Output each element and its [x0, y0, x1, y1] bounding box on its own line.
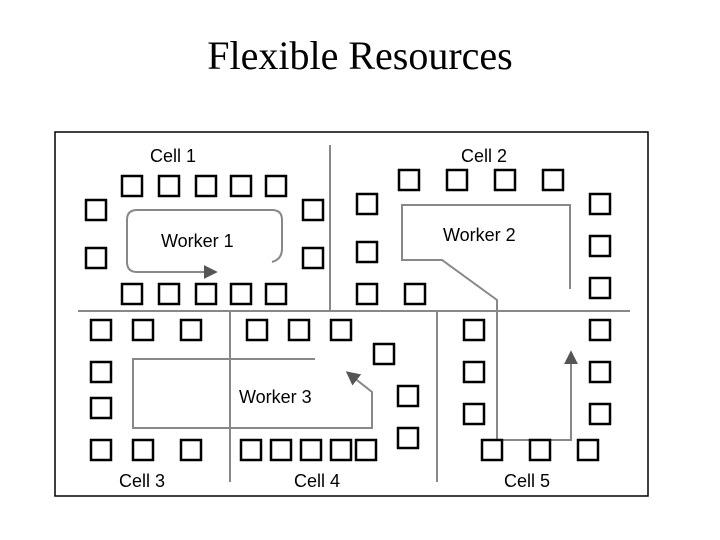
machine-station: [84, 198, 108, 222]
slide-title: Flexible Resources: [207, 33, 513, 78]
cell-dividers: [78, 145, 630, 482]
machine-station: [229, 174, 253, 198]
machine-station: [403, 282, 427, 306]
machine-station: [588, 402, 612, 426]
machine-station: [372, 342, 396, 366]
machine-station: [120, 282, 144, 306]
machine-station: [179, 318, 203, 342]
machine-station: [301, 246, 325, 270]
machine-station: [287, 318, 311, 342]
machine-station: [528, 438, 552, 462]
machine-station: [89, 360, 113, 384]
machine-station: [480, 438, 504, 462]
machine-station: [493, 168, 517, 192]
facility-border: [54, 131, 649, 497]
worker-1-label: Worker 1: [161, 231, 234, 251]
machine-station: [397, 168, 421, 192]
worker-3-label: Worker 3: [239, 387, 312, 407]
cell-2-label: Cell 2: [461, 146, 507, 166]
machine-station: [301, 198, 325, 222]
cell-1-label: Cell 1: [150, 146, 196, 166]
machine-station: [462, 360, 486, 384]
machine-station: [299, 438, 323, 462]
worker-1-path: [126, 209, 283, 279]
machine-station: [588, 318, 612, 342]
cell-5-label: Cell 5: [504, 471, 550, 491]
machine-station: [462, 402, 486, 426]
machine-station: [329, 318, 353, 342]
machine-station: [229, 282, 253, 306]
machine-station: [588, 360, 612, 384]
cell-3-label: Cell 3: [119, 471, 165, 491]
machine-station: [396, 426, 420, 450]
machine-station: [396, 384, 420, 408]
machine-station: [239, 438, 263, 462]
machine-station: [157, 174, 181, 198]
machine-station: [157, 282, 181, 306]
machine-station: [354, 438, 378, 462]
machine-station: [245, 318, 269, 342]
machine-station: [194, 174, 218, 198]
machine-station: [194, 282, 218, 306]
machine-station: [89, 396, 113, 420]
machine-station: [131, 318, 155, 342]
machine-station: [84, 246, 108, 270]
machine-station: [355, 282, 379, 306]
cell-4-label: Cell 4: [294, 471, 340, 491]
machine-station: [588, 192, 612, 216]
machine-station: [179, 438, 203, 462]
machine-station: [329, 438, 353, 462]
machine-station: [355, 192, 379, 216]
machine-station: [588, 276, 612, 300]
machine-station: [131, 438, 155, 462]
worker-2-label: Worker 2: [443, 225, 516, 245]
machine-stations: [84, 168, 612, 462]
worker-3-path: [132, 358, 373, 429]
machine-station: [588, 234, 612, 258]
machine-station: [269, 438, 293, 462]
machine-station: [264, 282, 288, 306]
machine-station: [120, 174, 144, 198]
machine-station: [89, 438, 113, 462]
machine-station: [89, 318, 113, 342]
machine-station: [355, 240, 379, 264]
machine-station: [541, 168, 565, 192]
machine-station: [445, 168, 469, 192]
machine-station: [462, 318, 486, 342]
machine-station: [576, 438, 600, 462]
machine-station: [264, 174, 288, 198]
